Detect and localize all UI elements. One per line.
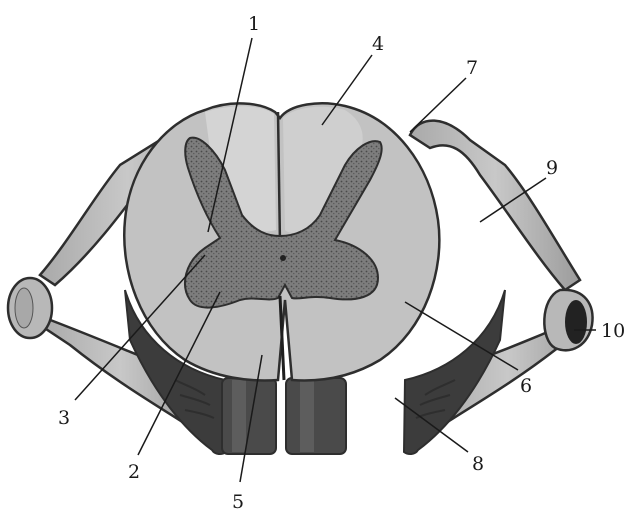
label-6: 6	[520, 375, 532, 397]
label-8: 8	[472, 453, 484, 475]
anterior-column-right-depth	[286, 378, 346, 454]
label-7: 7	[466, 57, 478, 79]
central-canal	[280, 255, 286, 261]
anterior-column-left-depth	[222, 378, 276, 454]
label-9: 9	[546, 157, 558, 179]
label-2: 2	[128, 461, 140, 483]
label-4: 4	[372, 33, 384, 55]
label-1: 1	[248, 13, 260, 35]
label-10: 10	[601, 320, 625, 342]
label-5: 5	[232, 491, 244, 513]
label-3: 3	[58, 407, 70, 429]
